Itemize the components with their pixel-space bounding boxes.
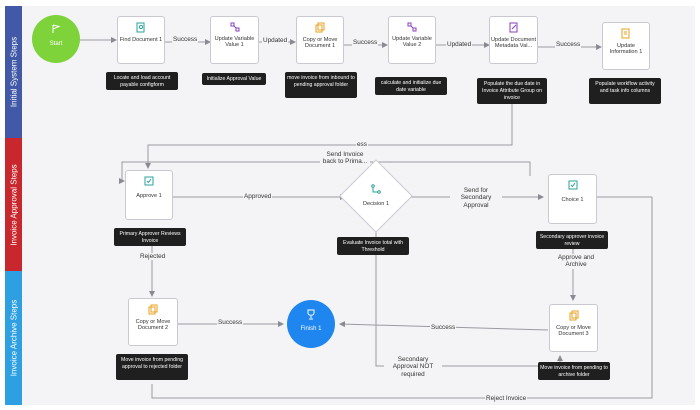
copy-move-2-note: Move invoice from pending approval to re… [116, 354, 188, 380]
check-square-icon [144, 176, 154, 186]
decision-node[interactable]: Decision 1 [339, 159, 413, 233]
update-information-node[interactable]: Update Information 1 [602, 22, 650, 70]
edge-label-send-secondary: Send for Secondary Approval [450, 187, 502, 210]
approve-note: Primary Approver Reviews Invoice [114, 228, 186, 246]
update-variable-1-note: Initialize Approval Value [202, 73, 266, 85]
copy-icon [315, 22, 325, 33]
edge-metadata-approve [145, 104, 513, 169]
edge-label-approved: Approved [243, 193, 273, 201]
branch-icon [371, 184, 381, 194]
lane-label-archive: Invoice Archive Steps [5, 271, 22, 405]
trophy-icon [307, 309, 315, 320]
update-metadata-node[interactable]: Update Document Metadata Val... [489, 16, 538, 64]
update-information-note: Populate workflow activity and task info… [589, 78, 661, 104]
update-variable-1-node[interactable]: Update Variable Value 1 [210, 16, 259, 64]
edge-label-success-finish-left: Success [217, 319, 244, 327]
edge-sendback [119, 161, 531, 184]
update-variable-2-node[interactable]: Update Variable Value 2 [388, 16, 436, 64]
variable-icon [230, 22, 239, 32]
copy-move-3-note: Move invoice from pending to archive fol… [538, 362, 610, 380]
edge-label-success-3: Success [555, 41, 582, 49]
copy-move-2-node[interactable]: Copy or Move Document 2 [128, 298, 178, 346]
variable-icon [407, 22, 417, 32]
document-search-icon [136, 22, 145, 33]
copy-icon [148, 304, 158, 315]
edge-label-success-finish-right: Success [430, 324, 457, 332]
document-edit-icon [509, 22, 517, 33]
edge-label-ess: ess [356, 141, 368, 149]
info-icon [621, 28, 630, 39]
finish-label: Finish 1 [300, 326, 322, 332]
approve-node[interactable]: Approve 1 [125, 170, 173, 220]
choice-node[interactable]: Choice 1 [548, 174, 597, 224]
edge-label-reject-invoice: Reject Invoice [485, 395, 528, 403]
edge-label-approve-archive: Approve and Archive [550, 254, 602, 269]
copy-icon [569, 310, 578, 321]
update-variable-2-note: calculate and initialize due date variab… [375, 77, 447, 95]
start-node[interactable]: Start [32, 15, 80, 63]
check-square-icon [568, 180, 577, 190]
edge-label-secondary-not-required: Secondary Approval NOT required [384, 356, 442, 379]
lane-label-initial: Initial System Steps [5, 6, 22, 138]
start-label: Start [49, 41, 63, 47]
edge-label-updated-1: Updated [262, 37, 289, 45]
choice-note: Secondary approver invoice review [536, 231, 608, 249]
edge-label-updated-2: Updated [446, 41, 473, 49]
edge-label-send-back: Send Invoice back to Prima... [320, 151, 370, 166]
edge-label-success-1: Success [172, 36, 199, 44]
find-document-node[interactable]: Find Document 1 [117, 16, 165, 64]
edge-reject [151, 197, 653, 399]
lane-label-approval: Invoice Approval Steps [5, 138, 22, 271]
copy-move-1-note: move invoice from inbound to pending app… [285, 72, 357, 98]
copy-move-3-node[interactable]: Copy or Move Document 3 [549, 304, 598, 352]
copy-move-1-node[interactable]: Copy or Move Document 1 [296, 16, 344, 64]
finish-node[interactable]: Finish 1 [287, 300, 335, 348]
edge-decision-archive [375, 222, 563, 367]
flag-icon [52, 24, 61, 33]
decision-note: Evaluate Invoice total with Threshold [337, 237, 409, 255]
update-metadata-note: Populate the due date in Invoice Attribu… [477, 78, 547, 104]
edge-label-success-2: Success [352, 39, 379, 47]
edge-label-rejected: Rejected [139, 253, 167, 261]
find-document-note: Locate and load account payable configfo… [106, 72, 178, 90]
